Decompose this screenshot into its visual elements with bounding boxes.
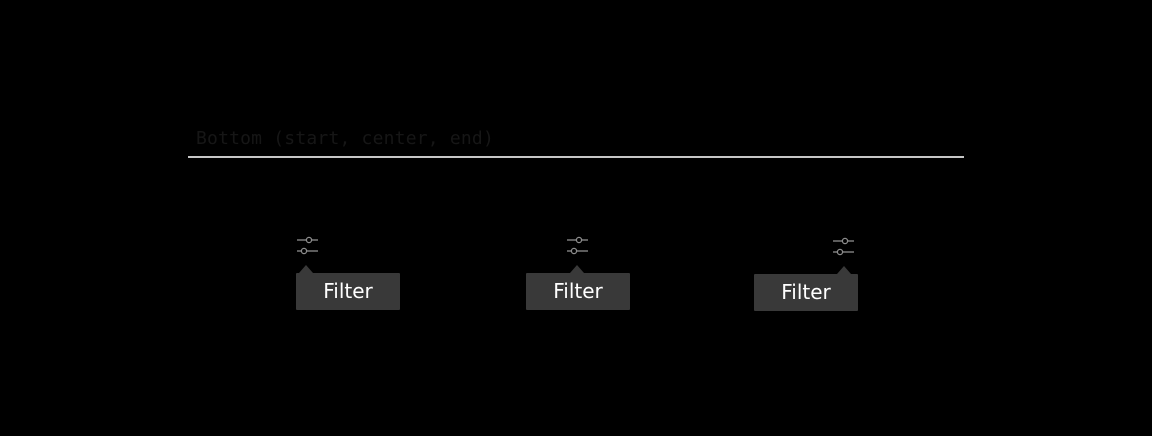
tooltip-demo-end: Filter <box>754 237 858 317</box>
filter-icon[interactable] <box>296 236 320 260</box>
section-title: Bottom (start, center, end) <box>196 128 494 149</box>
tooltip-caret <box>299 265 313 273</box>
tooltip: Filter <box>526 273 630 310</box>
section-divider <box>188 156 964 158</box>
tooltip-demo-center: Filter <box>526 236 630 316</box>
tooltip: Filter <box>754 274 858 311</box>
tooltip: Filter <box>296 273 400 310</box>
filter-icon[interactable] <box>566 236 590 260</box>
tooltip-caret <box>837 266 851 274</box>
tooltip-caret <box>570 265 584 273</box>
filter-icon[interactable] <box>832 237 856 261</box>
tooltip-demo-start: Filter <box>296 236 400 316</box>
